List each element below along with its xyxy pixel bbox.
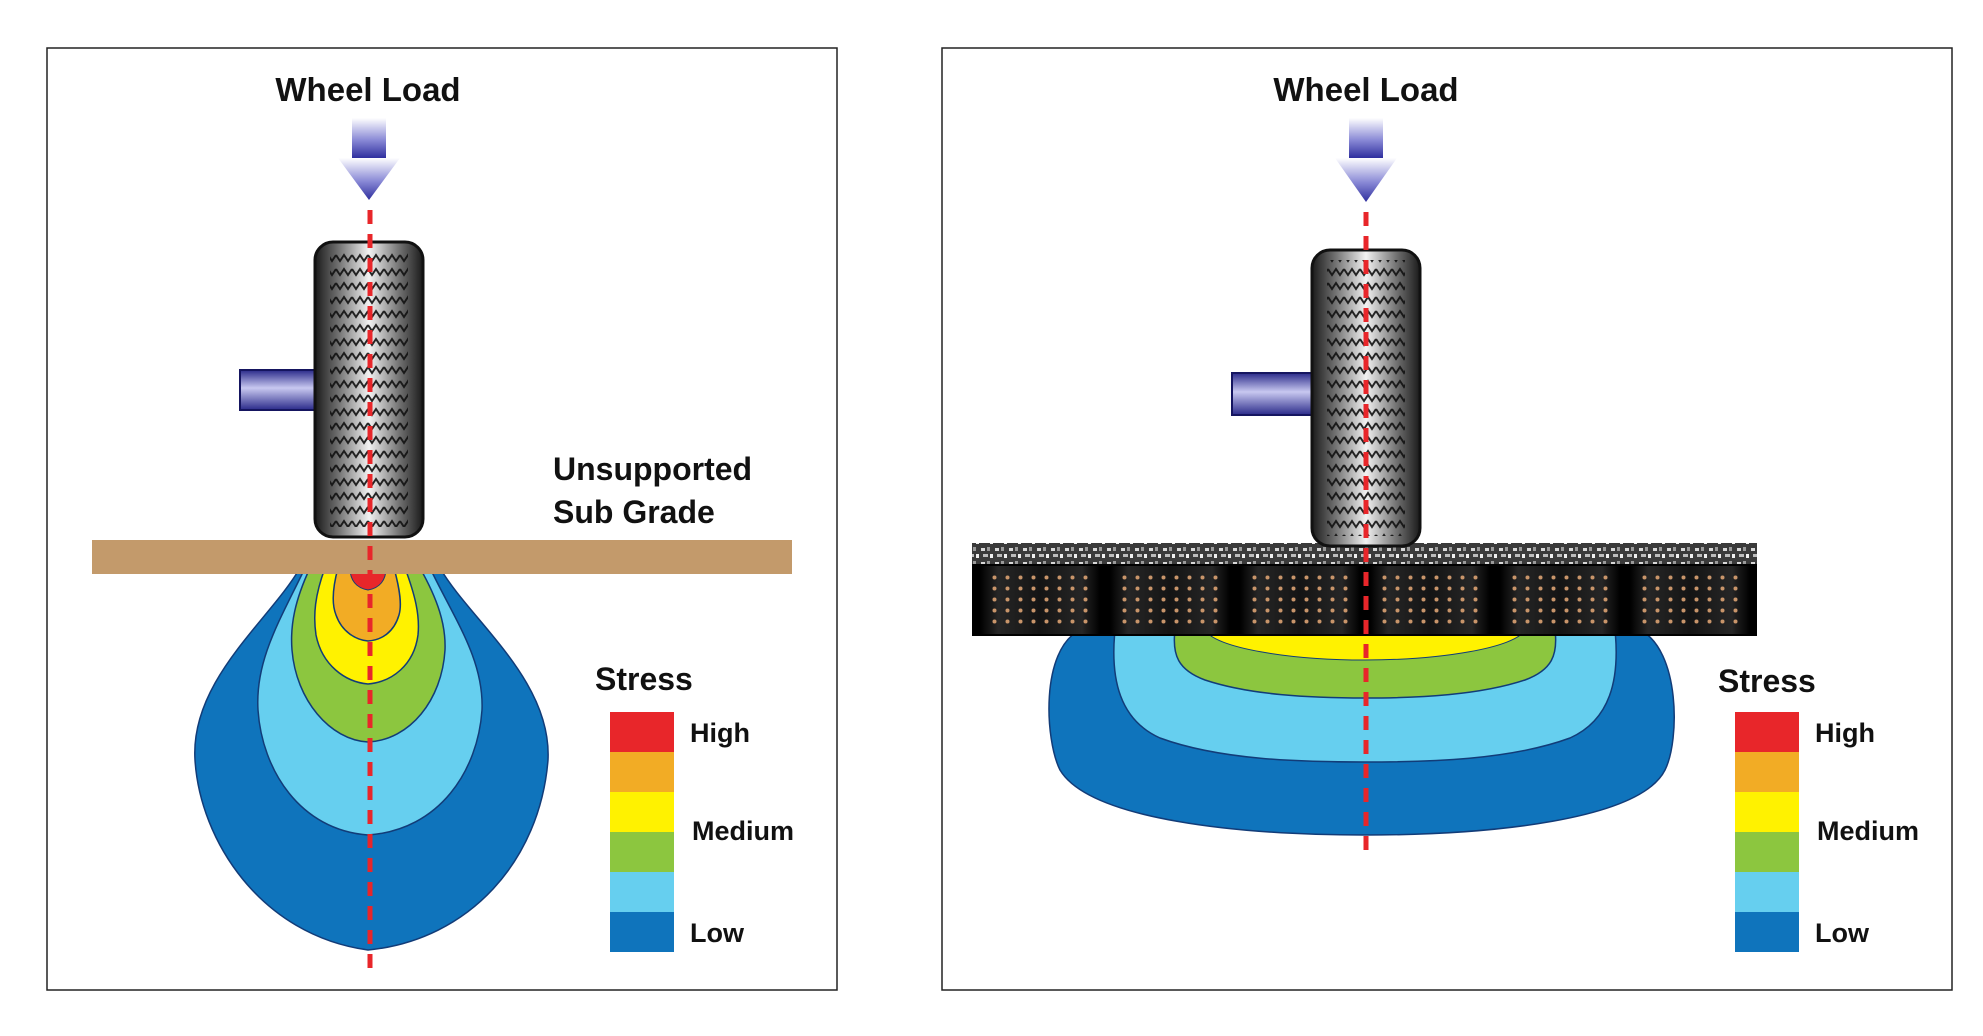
- legend-label-medium: Medium: [1817, 816, 1919, 846]
- stress-legend: Stress High Medium Low: [595, 661, 794, 952]
- stress-legend: Stress High Medium Low: [1718, 663, 1919, 952]
- legend-swatch-medium-high: [610, 752, 674, 792]
- legend-swatch-low-light: [1735, 872, 1799, 912]
- legend-label-medium: Medium: [692, 816, 794, 846]
- panel-unsupported: Wheel Load Unsupported Sub Grade Stress …: [46, 47, 838, 991]
- axle: [1231, 372, 1317, 416]
- legend-swatch-high: [1735, 712, 1799, 752]
- legend-swatch-low: [1735, 912, 1799, 952]
- legend-swatch-medium-low: [610, 832, 674, 872]
- legend-label-high: High: [690, 718, 750, 748]
- legend-swatch-low: [610, 912, 674, 952]
- panel-frame: [941, 47, 1953, 991]
- load-arrow-icon: [1335, 118, 1397, 202]
- axle: [239, 369, 321, 411]
- legend-title: Stress: [1718, 663, 1816, 699]
- stress-pad: [1048, 629, 1675, 836]
- surface-label-line1: Unsupported: [553, 451, 752, 487]
- legend-swatch-high: [610, 712, 674, 752]
- stress-bulb: [194, 567, 549, 951]
- legend-swatch-medium: [1735, 792, 1799, 832]
- subgrade-layer: [92, 540, 792, 574]
- legend-label-high: High: [1815, 718, 1875, 748]
- legend-swatch-medium: [610, 792, 674, 832]
- wheel-load-label: Wheel Load: [275, 71, 460, 108]
- wheel-load-label: Wheel Load: [1273, 71, 1458, 108]
- surface-label-line2: Sub Grade: [553, 494, 715, 530]
- legend-swatch-low-light: [610, 872, 674, 912]
- stress-zone-medium-high: [332, 567, 402, 642]
- panel-supported: Wheel Load Stress High Medium Low: [941, 47, 1953, 991]
- legend-swatch-medium-low: [1735, 832, 1799, 872]
- legend-swatch-medium-high: [1735, 752, 1799, 792]
- legend-label-low: Low: [690, 918, 745, 948]
- legend-title: Stress: [595, 661, 693, 697]
- legend-label-low: Low: [1815, 918, 1870, 948]
- load-arrow-icon: [338, 118, 400, 200]
